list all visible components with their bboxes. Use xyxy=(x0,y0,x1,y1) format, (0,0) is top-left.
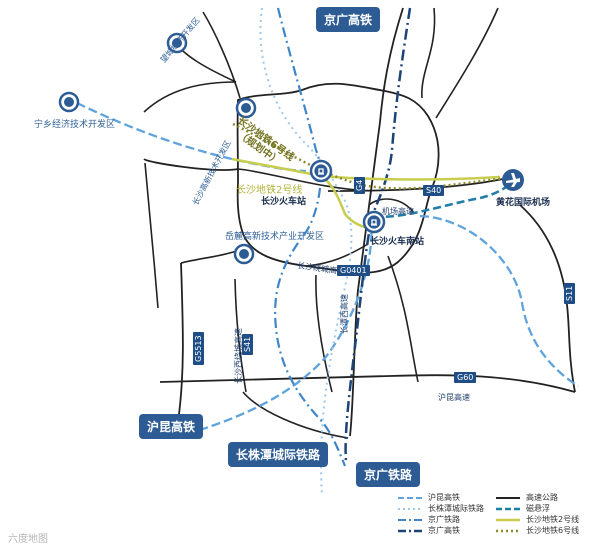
expressway-ne-2 xyxy=(435,7,499,119)
shield-s40: S40 xyxy=(423,185,445,196)
label-changtan-west: 长潭西高速 xyxy=(340,294,349,334)
label-changzhutan-intercity: 长株潭城际铁路 xyxy=(228,442,329,467)
expressway-s41 xyxy=(234,278,247,393)
expressway-nw-1 xyxy=(143,81,237,113)
expressway-ring-inner-right xyxy=(368,198,415,214)
expressway-outer-west xyxy=(143,158,239,171)
rail-jingguang-south xyxy=(274,187,347,467)
shield-g60: G60 xyxy=(454,372,477,383)
shield-g4: G4 xyxy=(354,176,365,194)
expressway-west-outer xyxy=(144,162,159,309)
label-jingguang-hsr: 京广高铁 xyxy=(316,7,381,32)
zone-yuelu-location-icon xyxy=(233,243,255,265)
shield-g5513: G5513 xyxy=(193,332,204,365)
expressway-g4 xyxy=(349,7,404,437)
label-changsha-station: 长沙火车站 xyxy=(261,197,307,207)
shield-s11: S11 xyxy=(564,282,575,304)
changsha-station-train-icon xyxy=(309,159,333,183)
label-changsha-south-station: 长沙火车南站 xyxy=(370,237,425,247)
expressway-s11 xyxy=(519,204,576,393)
watermark: 六度地图 xyxy=(8,534,48,545)
zone-ningxiang-location-icon xyxy=(58,91,80,113)
maglev-line xyxy=(373,180,514,218)
label-ningxiang-zone: 宁乡经济技术开发区 xyxy=(34,120,116,130)
rail-hukun-south xyxy=(199,219,373,432)
label-yuelu-zone: 岳麓高新技术产业开发区 xyxy=(225,232,325,242)
label-metro-line-2: 长沙地铁2号线 xyxy=(236,185,303,196)
expressway-nw-3 xyxy=(202,11,241,99)
airport-airplane-icon xyxy=(502,169,524,191)
expressway-ne-1 xyxy=(421,7,436,99)
expressway-changtan xyxy=(315,274,333,393)
shield-s41: S41 xyxy=(242,333,253,355)
expressway-sw-link xyxy=(180,248,244,264)
shield-g0401: G0401 xyxy=(337,265,370,276)
rail-hukun-east xyxy=(419,214,579,387)
expressway-g5513 xyxy=(177,262,184,423)
expressway-south-link xyxy=(387,255,419,383)
changsha-south-station-train-icon xyxy=(362,210,386,234)
expressway-ring xyxy=(236,82,440,274)
legend: 沪昆高铁 长株潭城际铁路 京广铁路 京广高铁 高速公路 磁悬浮 长沙地铁2号线 … xyxy=(398,493,580,535)
label-airport-expressway: 机场高速 xyxy=(382,207,414,216)
rail-changzhutan xyxy=(259,7,353,497)
zone-hitech-location-icon xyxy=(235,97,257,119)
expressway-g60 xyxy=(159,374,576,393)
label-jingguang-rail: 京广铁路 xyxy=(356,462,421,487)
expressway-g0401 xyxy=(305,243,369,267)
expressway-sw xyxy=(242,391,349,439)
expressway-s40 xyxy=(327,178,504,192)
label-airport: 黄花国际机场 xyxy=(496,198,551,208)
label-hukun-hsr: 沪昆高铁 xyxy=(139,414,204,439)
zone-wangcheng-location-icon xyxy=(166,32,188,54)
label-hukun-expressway: 沪昆高速 xyxy=(438,393,470,402)
